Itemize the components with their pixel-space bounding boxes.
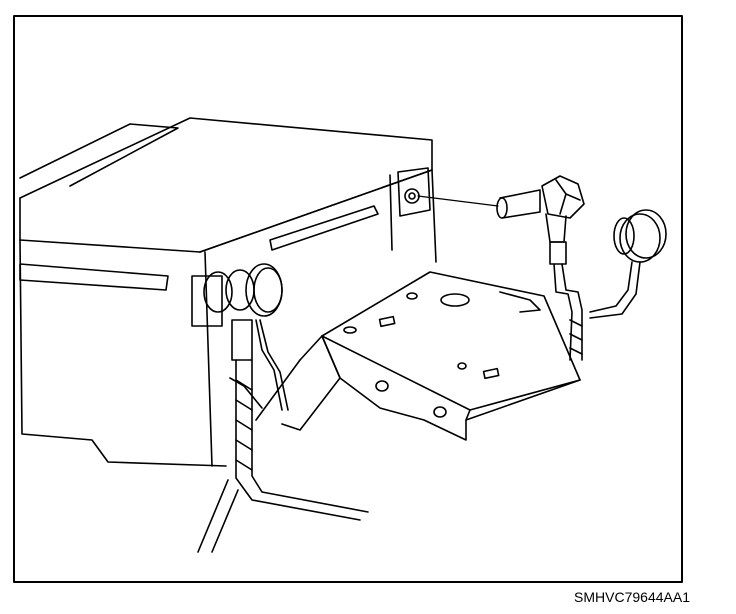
mounting-bracket	[321, 271, 581, 441]
connector-on-module	[191, 263, 289, 411]
wire-harness-right	[553, 263, 583, 361]
figure-border	[13, 15, 683, 583]
installation-guide-line	[417, 195, 499, 207]
bracket-support	[255, 335, 341, 431]
connector-cap	[589, 209, 667, 319]
wire-harness-left	[197, 359, 369, 553]
ground-bolt-assembly	[496, 175, 585, 265]
figure-id-label: SMHVC79644AA1	[574, 589, 690, 605]
control-module-box	[19, 117, 437, 467]
